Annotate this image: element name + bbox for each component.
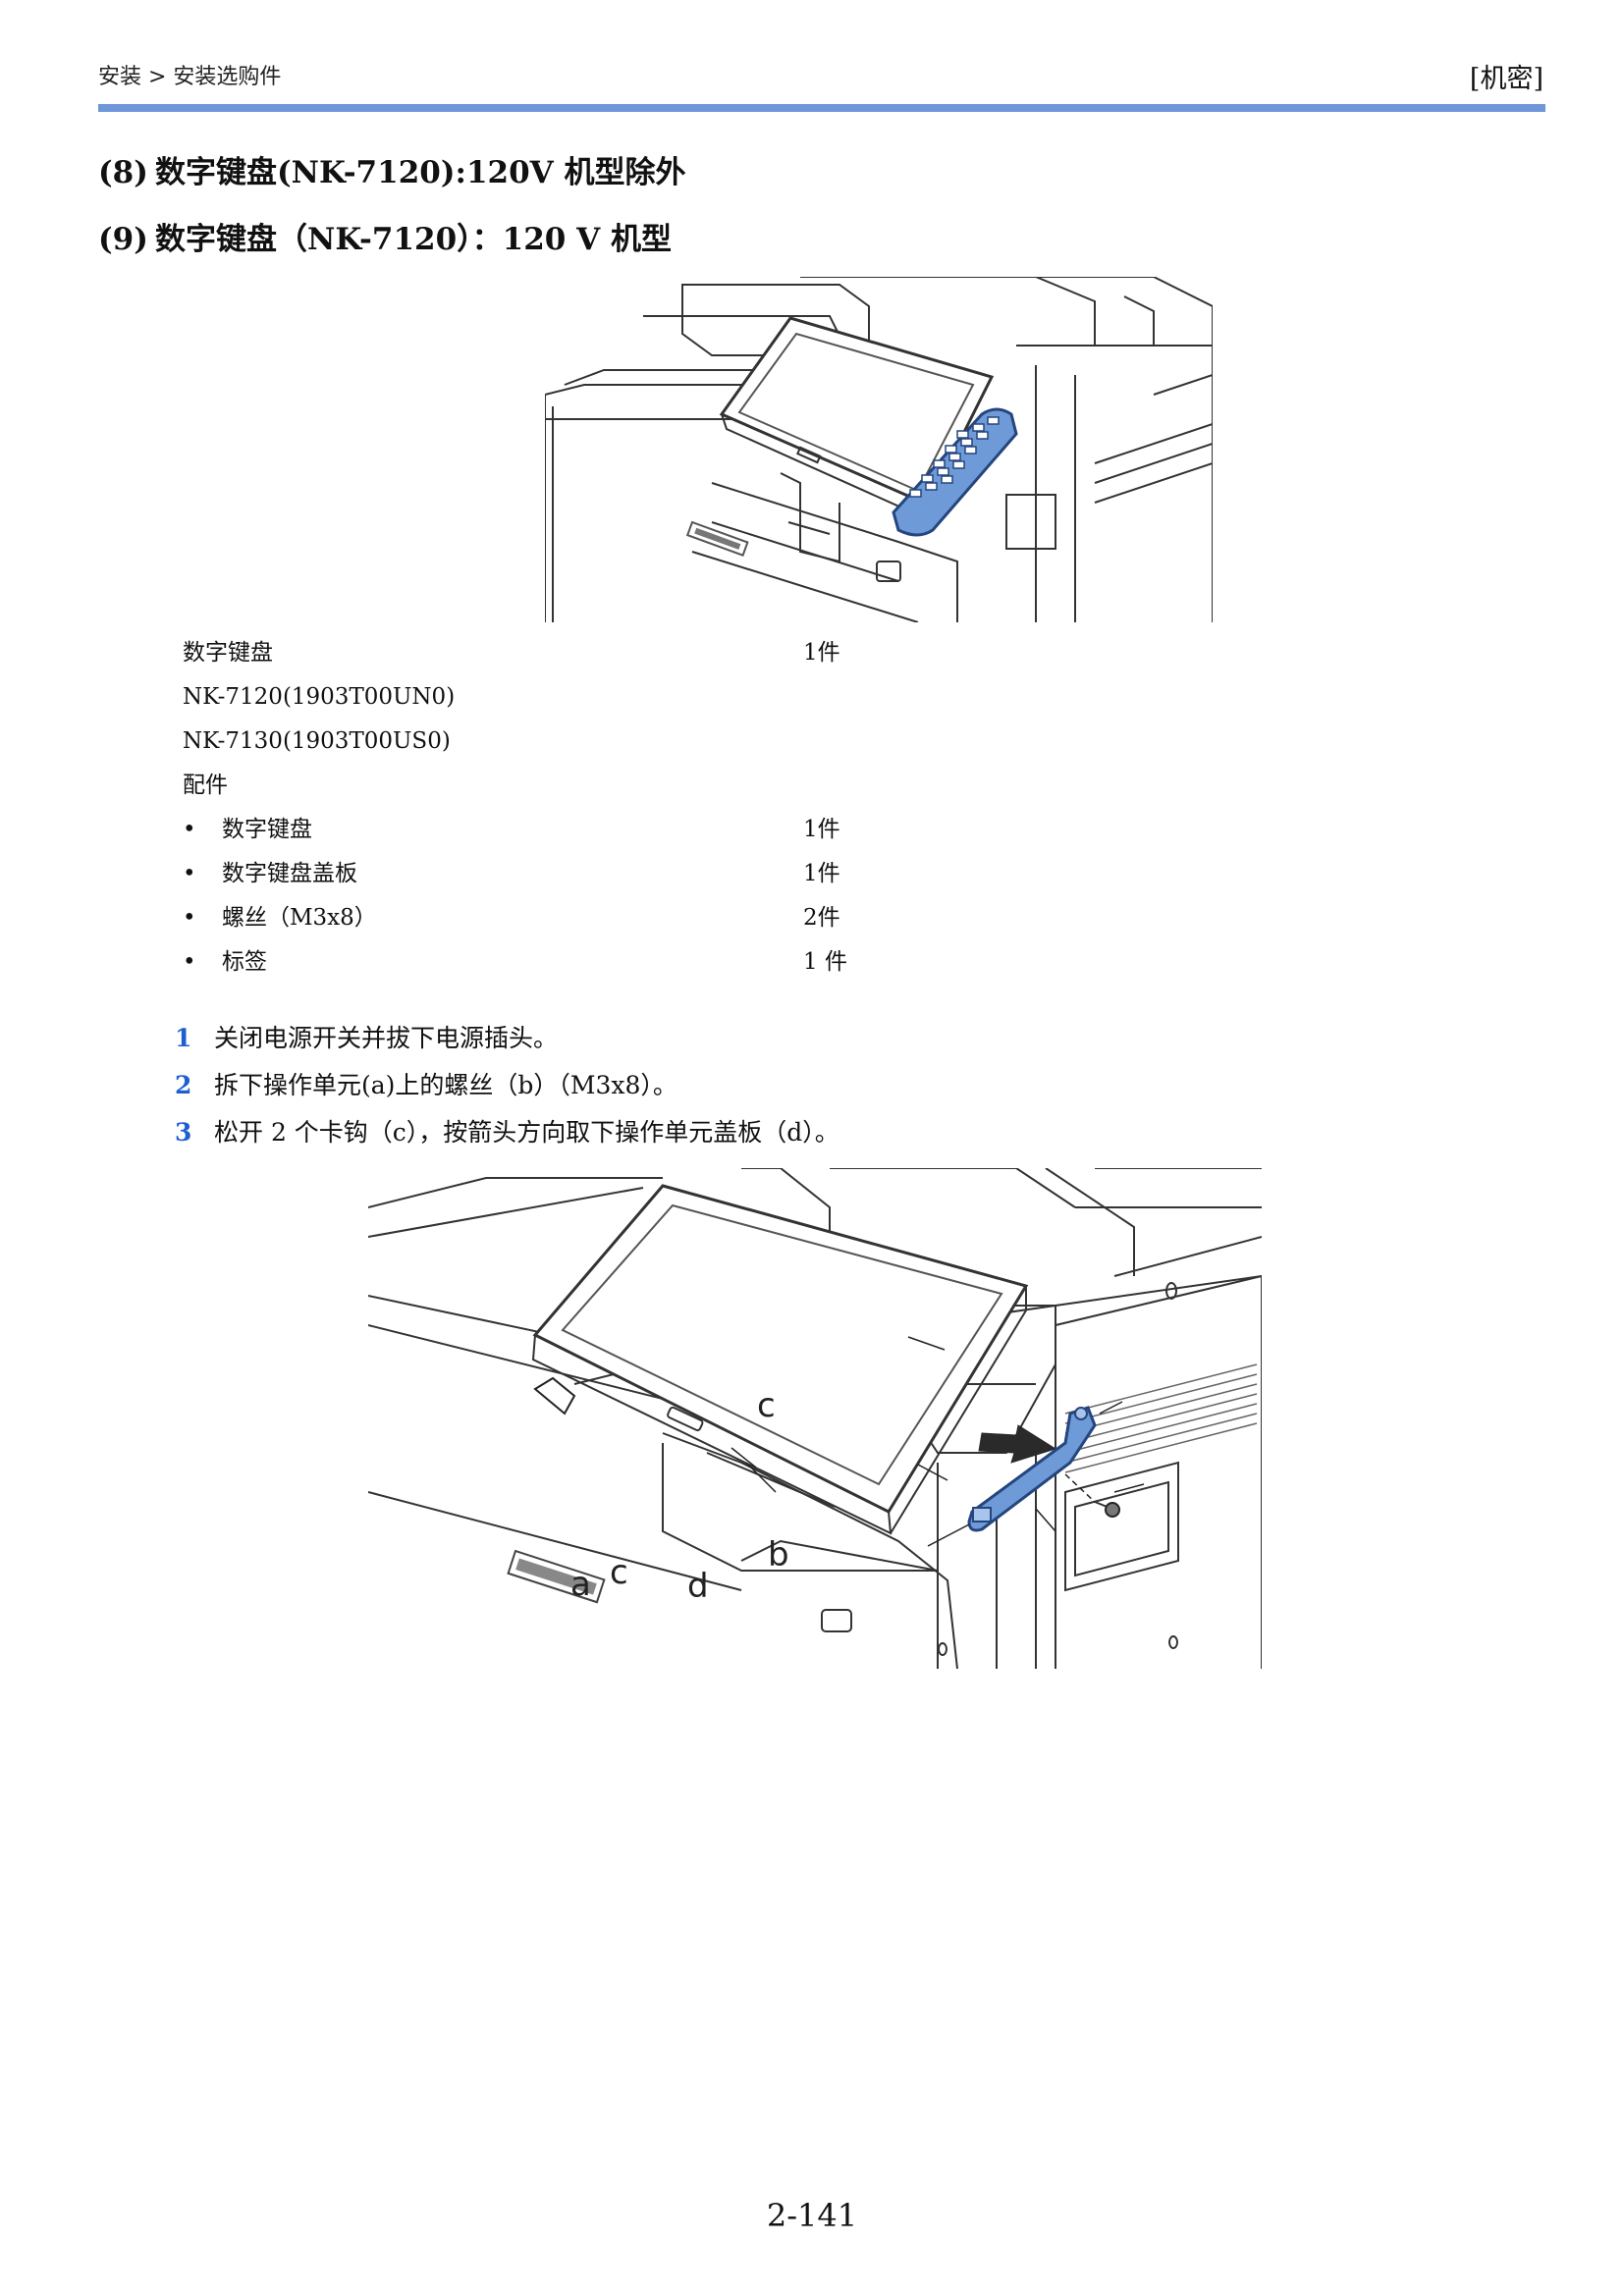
accessory-item: • 螺丝（M3x8） 2件 xyxy=(183,897,870,938)
model-row: NK-7120(1903T00UN0) xyxy=(183,676,870,718)
accessory-name: 标签 xyxy=(222,949,267,975)
label-c-upper: c xyxy=(757,1386,776,1425)
step-number: 3 xyxy=(175,1118,192,1147)
accessory-item: • 数字键盘 1件 xyxy=(183,809,870,850)
accessory-item: • 数字键盘盖板 1件 xyxy=(183,853,870,894)
operation-unit-cover-highlight xyxy=(967,1406,1097,1532)
accessory-item: • 标签 1 件 xyxy=(183,941,870,983)
touch-panel-illustration xyxy=(719,316,995,522)
accessory-name: 数字键盘 xyxy=(222,817,312,842)
bullet: • xyxy=(183,905,196,931)
touch-panel-illustration xyxy=(531,1184,1029,1535)
parts-main-row: 数字键盘 1件 xyxy=(183,632,870,673)
model-row: NK-7130(1903T00US0) xyxy=(183,721,870,762)
accessory-quantity: 1 件 xyxy=(803,949,847,975)
accessories-title: 配件 xyxy=(183,773,228,798)
heading-text: 数字键盘(NK-7120):120V 机型除外 xyxy=(155,155,686,190)
kyocera-logo xyxy=(685,520,749,557)
heading-text: 数字键盘（NK-7120）：120 V 机型 xyxy=(155,222,673,257)
bullet: • xyxy=(183,817,196,842)
label-a: a xyxy=(570,1565,591,1604)
section-heading-8: (8)数字键盘(NK-7120):120V 机型除外 xyxy=(98,147,686,191)
model-code: NK-7120(1903T00UN0) xyxy=(183,684,456,710)
bullet: • xyxy=(183,861,196,886)
breadcrumb: 安装 > 安装选购件 xyxy=(98,65,282,89)
procedure-step: 1 关闭电源开关并拔下电源插头。 xyxy=(175,1017,558,1060)
removal-arrow-icon xyxy=(978,1424,1057,1464)
label-b: b xyxy=(768,1535,789,1575)
step-text: 拆下操作单元(a)上的螺丝（b）（M3x8）。 xyxy=(214,1071,677,1099)
accessory-quantity: 1件 xyxy=(803,861,840,886)
cover-removal-illustration: a b c c d xyxy=(368,1168,1262,1669)
numeric-keypad-highlight xyxy=(892,407,1018,537)
heading-number: (8) xyxy=(98,155,148,190)
heading-number: (9) xyxy=(98,222,148,257)
part-name: 数字键盘 xyxy=(183,640,273,666)
kyocera-logo xyxy=(507,1549,606,1604)
classification-label: [机密] xyxy=(1469,64,1543,94)
accessory-name: 螺丝（M3x8） xyxy=(222,905,377,931)
accessory-quantity: 2件 xyxy=(803,905,840,931)
step-text: 关闭电源开关并拔下电源插头。 xyxy=(214,1024,559,1052)
procedure-step: 3 松开 2 个卡钩（c），按箭头方向取下操作单元盖板（d）。 xyxy=(175,1111,839,1154)
label-c-lower: c xyxy=(610,1553,628,1592)
procedure-step: 2 拆下操作单元(a)上的螺丝（b）（M3x8）。 xyxy=(175,1064,677,1107)
accessory-name: 数字键盘盖板 xyxy=(222,861,357,886)
accessory-quantity: 1件 xyxy=(803,817,840,842)
page-number: 2-141 xyxy=(766,2197,858,2234)
step-number: 1 xyxy=(175,1024,192,1052)
section-heading-9: (9)数字键盘（NK-7120）：120 V 机型 xyxy=(98,214,672,258)
screw-icon xyxy=(1094,1501,1120,1518)
keypad-location-illustration xyxy=(545,277,1213,622)
step-number: 2 xyxy=(175,1071,192,1099)
label-d: d xyxy=(687,1567,709,1606)
model-code: NK-7130(1903T00US0) xyxy=(183,728,451,754)
part-quantity: 1件 xyxy=(803,640,840,666)
step-text: 松开 2 个卡钩（c），按箭头方向取下操作单元盖板（d）。 xyxy=(214,1118,839,1147)
bullet: • xyxy=(183,949,196,975)
header-divider xyxy=(98,104,1545,112)
